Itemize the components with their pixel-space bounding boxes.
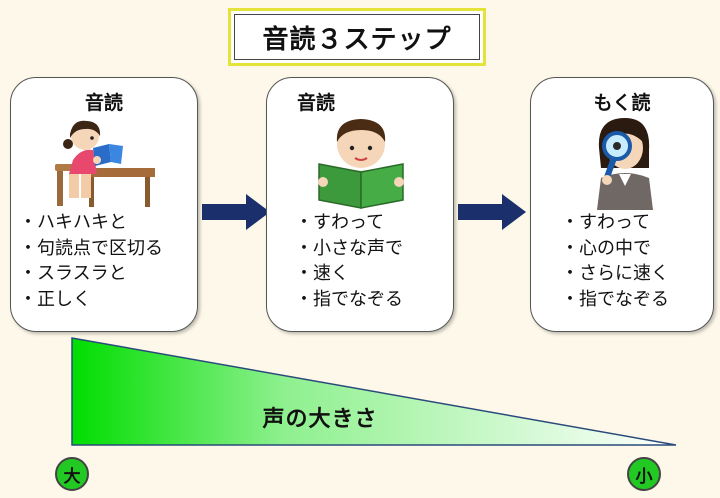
title-box: 音読３ステップ xyxy=(228,8,486,66)
step-2-heading: 音読 xyxy=(297,92,336,114)
step-3-heading: もく読 xyxy=(593,92,651,114)
soft-marker: 小 xyxy=(627,457,661,491)
list-item: ・速く xyxy=(295,263,349,284)
step-3-items: ・すわって ・心の中で ・さらに速く ・指でなぞる xyxy=(561,210,669,312)
list-item: ・指でなぞる xyxy=(295,288,403,310)
list-item: ・すわって xyxy=(561,212,651,233)
step-2-items: ・すわって ・小さな声で ・速く ・指でなぞる xyxy=(295,210,403,312)
list-item: ・すわって xyxy=(295,212,385,233)
list-item: ・心の中で xyxy=(561,237,651,259)
loud-marker: 大 xyxy=(55,457,89,491)
list-item: ・句読点で区切る xyxy=(19,237,163,259)
list-item: ・さらに速く xyxy=(561,263,669,284)
boy-reading-book-icon xyxy=(318,119,404,209)
step-card-1: 音読 ・ハキハキと ・句読点で区切る ・スラスラと ・正しく xyxy=(10,77,198,332)
list-item: ・スラスラと xyxy=(19,263,127,284)
step-card-2: 音読 ・すわって ・小さな声で ・速く ・指でなぞる xyxy=(266,77,454,332)
step-card-3: もく読 ・すわって ・心の中で ・さらに速く ・指でなぞる xyxy=(530,77,714,332)
arrow-right-icon xyxy=(458,194,526,230)
list-item: ・指でなぞる xyxy=(561,288,669,310)
page-title: 音読３ステップ xyxy=(262,24,452,55)
girl-reading-at-desk-icon xyxy=(55,120,155,207)
list-item: ・正しく xyxy=(19,288,91,310)
voice-volume-label: 声の大きさ xyxy=(262,407,378,432)
woman-with-magnifier-icon xyxy=(597,118,653,210)
list-item: ・小さな声で xyxy=(295,237,403,259)
list-item: ・ハキハキと xyxy=(19,212,127,233)
arrow-right-icon xyxy=(202,194,270,230)
step-1-heading: 音読 xyxy=(84,92,123,114)
step-1-items: ・ハキハキと ・句読点で区切る ・スラスラと ・正しく xyxy=(19,210,163,312)
